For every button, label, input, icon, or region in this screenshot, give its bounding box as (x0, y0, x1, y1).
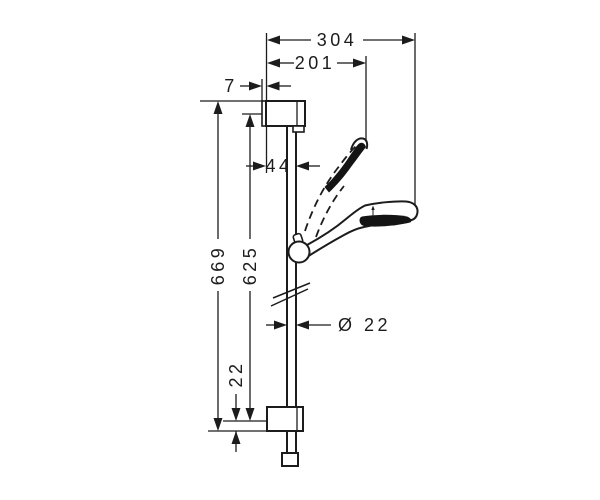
rail-break-mark (270, 282, 311, 307)
dim-rail-offset: 44 (246, 156, 320, 176)
extension-lines (200, 33, 416, 432)
hand-shower-lower (306, 200, 419, 259)
dim-label-7: 7 (224, 76, 238, 96)
dim-label-22: 22 (226, 360, 246, 387)
dim-label-rail-diameter: Ø 22 (338, 315, 391, 335)
wall-bracket-top (261, 100, 306, 133)
dim-wall-plate: 7 (224, 76, 291, 96)
dim-fixing-centres: 625 (240, 114, 260, 421)
dim-label-625: 625 (240, 245, 260, 286)
dim-overall-reach: 304 (267, 30, 415, 50)
jet-indicator-arrow (371, 205, 375, 210)
dim-upper-reach: 201 (267, 53, 366, 73)
dashed-head-spray-face (324, 142, 366, 193)
dim-lower-offset: 22 (226, 360, 246, 452)
dim-label-201: 201 (295, 53, 336, 73)
dim-label-304: 304 (317, 30, 358, 50)
dim-rail-diameter: Ø 22 (266, 315, 391, 335)
hand-shower-upper-dashed (304, 137, 369, 238)
hand-shower-body (306, 200, 419, 259)
dim-label-669: 669 (208, 245, 228, 286)
dashed-head-cap (350, 137, 369, 151)
slider-holder-ball (287, 240, 311, 264)
dim-overall-height: 669 (208, 101, 228, 431)
wall-bracket-bottom (266, 406, 304, 432)
rail-end-cap (281, 452, 299, 467)
spray-face (359, 214, 412, 227)
dim-label-44: 44 (265, 156, 292, 176)
